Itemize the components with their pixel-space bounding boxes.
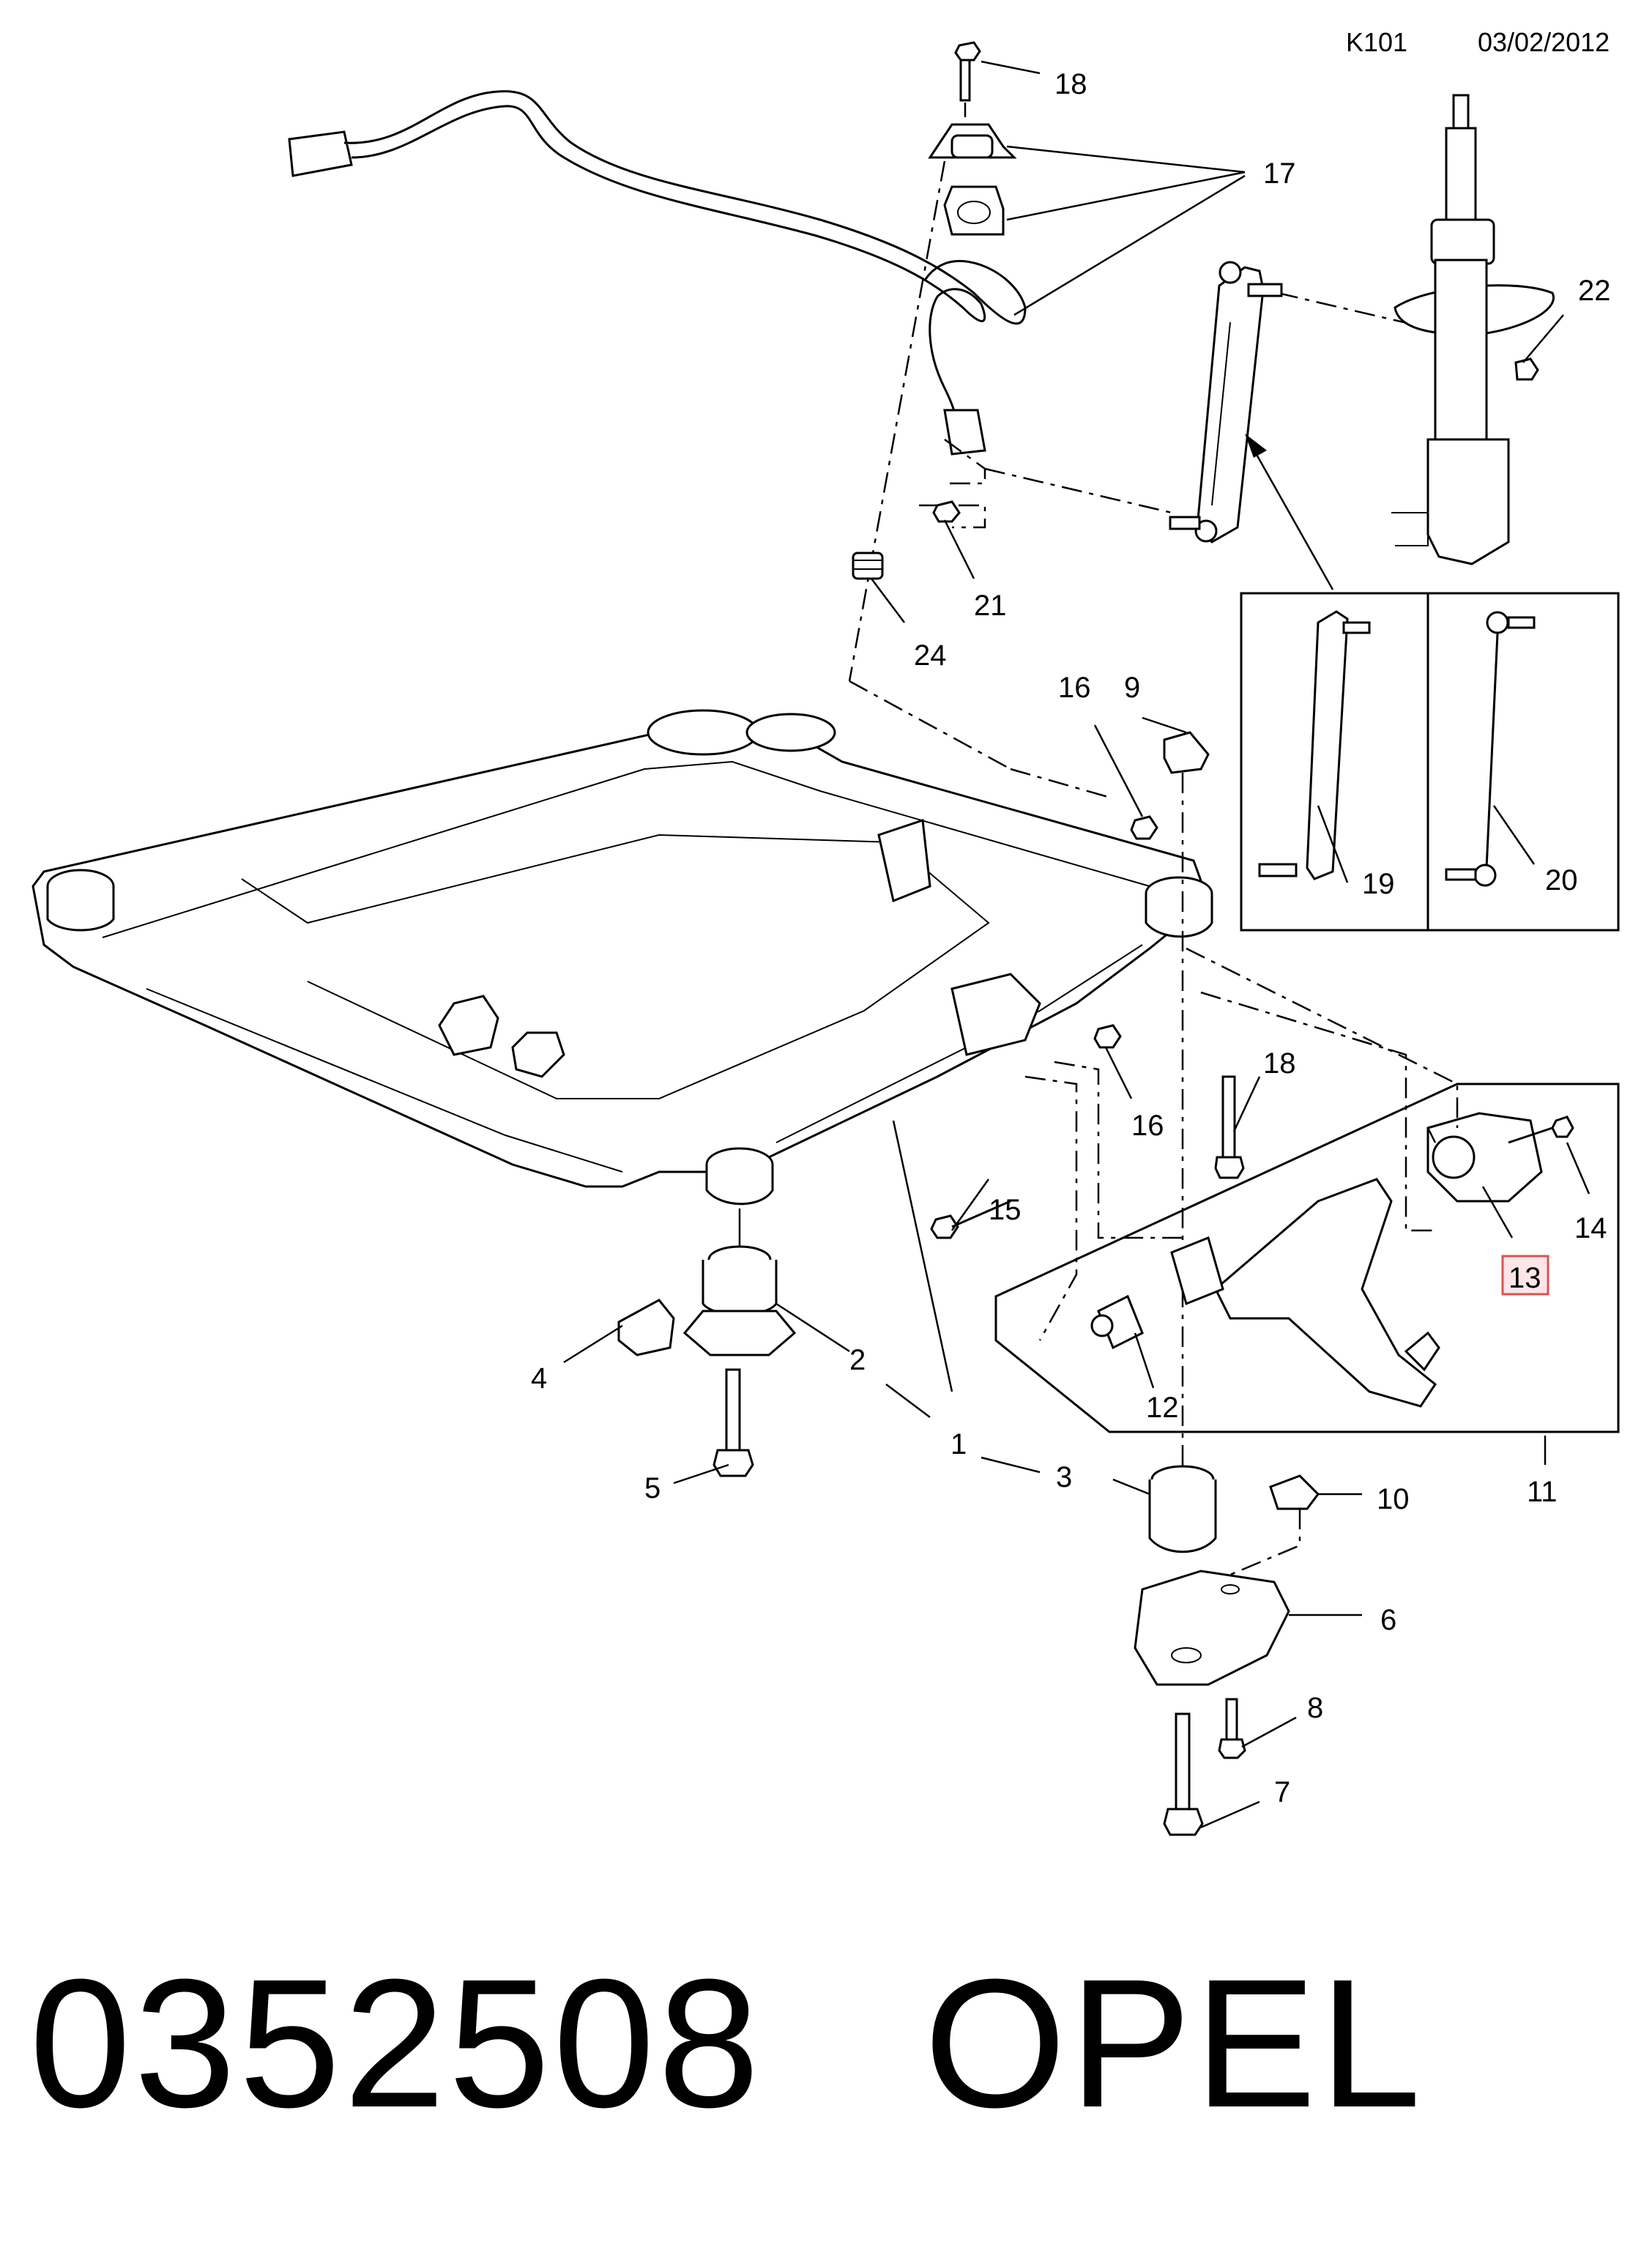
callout-6: 6 — [1380, 1604, 1396, 1636]
suspension-strut — [1391, 94, 1555, 565]
nut-16-lower — [1093, 1024, 1122, 1049]
callout-14: 14 — [1574, 1212, 1607, 1244]
callout-4: 4 — [531, 1362, 547, 1395]
callout-1: 1 — [950, 1428, 967, 1460]
callout-2: 2 — [849, 1344, 866, 1376]
callout-21: 20 — [1545, 864, 1578, 896]
footer-title: 0352508 OPEL — [29, 1934, 1626, 2153]
callout-16-upper: 16 — [1058, 672, 1091, 704]
mount-plate-6 — [1134, 1570, 1290, 1686]
callout-10: 10 — [1377, 1483, 1410, 1515]
callout-9: 9 — [1124, 672, 1140, 704]
header-date: 03/02/2012 — [1478, 27, 1610, 57]
mount-bushing-3 — [1148, 1465, 1217, 1553]
bolt-8 — [1218, 1698, 1246, 1759]
stabilizer-link — [1169, 261, 1283, 543]
callout-5: 5 — [644, 1472, 661, 1504]
callout-20: 19 — [1362, 868, 1395, 900]
callout-22: 21 — [974, 590, 1007, 622]
stabilizer-bar — [288, 90, 1027, 456]
spring-24 — [852, 552, 884, 580]
mount-bushing-2 — [682, 1208, 797, 1356]
callout-23: 22 — [1578, 275, 1611, 307]
front-subframe — [31, 709, 1213, 1206]
callout-13-highlight — [1501, 1255, 1549, 1296]
callout-7: 7 — [1274, 1776, 1290, 1808]
bolt-15 — [930, 1200, 1011, 1239]
bracket-4 — [617, 1299, 675, 1356]
nut-22 — [932, 500, 961, 523]
callout-13: 13 — [1508, 1262, 1541, 1294]
callout-18: 17 — [1263, 157, 1296, 190]
callout-17: 18 — [1263, 1047, 1296, 1080]
clip-9 — [1163, 731, 1210, 774]
bolt-17 — [1214, 1075, 1245, 1179]
callout-15: 15 — [989, 1194, 1022, 1226]
callout-12: 12 — [1146, 1392, 1179, 1424]
callout-16-lower: 16 — [1131, 1110, 1164, 1142]
clip-10 — [1269, 1474, 1320, 1510]
callout-24: 24 — [914, 639, 947, 672]
nut-16-upper — [1130, 815, 1158, 840]
callout-11: 11 — [1527, 1476, 1558, 1508]
callout-19: 18 — [1054, 68, 1087, 100]
bolt-7 — [1163, 1712, 1204, 1836]
part-number: 0352508 — [29, 1941, 763, 2145]
link-detail-box — [1240, 592, 1620, 932]
stabilizer-bar-clamp — [928, 123, 1017, 236]
bolt-5 — [712, 1368, 754, 1477]
brand-name: OPEL — [923, 1941, 1424, 2145]
header-code: K101 — [1346, 27, 1407, 57]
callout-3: 3 — [1056, 1461, 1072, 1493]
callout-leaders — [563, 60, 1590, 1829]
control-arm-box — [994, 1083, 1620, 1433]
bolt-19 — [954, 41, 981, 102]
callout-8: 8 — [1307, 1692, 1323, 1724]
